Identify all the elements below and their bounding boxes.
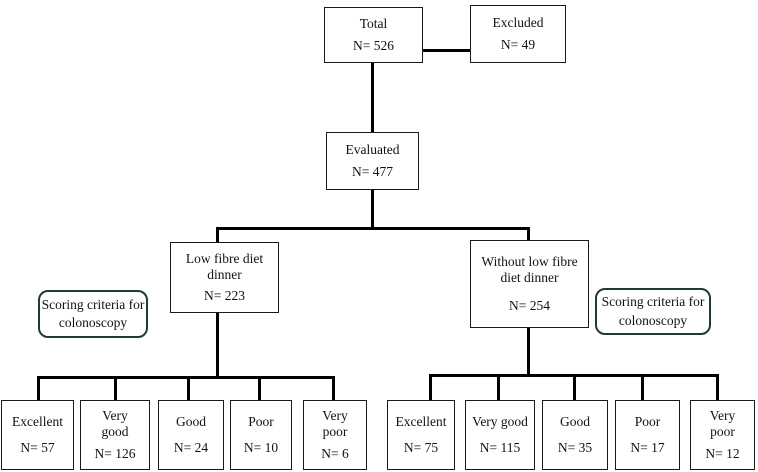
- outcome-count: N= 17: [630, 440, 665, 456]
- connector-left-fan-drop-1: [37, 378, 40, 400]
- node-low-fibre-count: N= 223: [204, 288, 245, 304]
- callout-scoring-left-label: Scoring criteria for colonoscopy: [41, 296, 145, 330]
- connector-branch-right-drop: [527, 229, 530, 240]
- node-low-fibre-label: Low fibre diet dinner: [185, 250, 264, 282]
- connector-left-fan-drop-3: [187, 378, 190, 400]
- outcome-label: Excellent: [395, 413, 447, 429]
- connector-left-branch-down: [216, 313, 219, 377]
- outcome-count: N= 57: [20, 440, 55, 456]
- connector-right-fan-drop-4: [641, 376, 644, 400]
- outcome-count: N= 75: [403, 440, 439, 456]
- outcome-count: N= 35: [557, 440, 593, 456]
- callout-scoring-right-label: Scoring criteria for colonoscopy: [601, 294, 705, 328]
- node-low-fibre-diet-dinner: Low fibre diet dinner N= 223: [170, 242, 279, 313]
- outcome-count: N= 12: [705, 445, 740, 461]
- connector-left-fan-bar: [37, 376, 335, 379]
- node-right-outcome-very-poor: Very poor N= 12: [690, 400, 755, 470]
- connector-right-fan-bar: [429, 374, 719, 377]
- outcome-count: N= 6: [321, 445, 349, 461]
- node-excluded-count: N= 49: [500, 37, 536, 53]
- connector-evaluated-stub: [371, 190, 374, 229]
- connector-left-fan-drop-2: [114, 378, 117, 400]
- connector-right-fan-drop-5: [716, 376, 719, 400]
- outcome-count: N= 115: [479, 440, 521, 456]
- node-without-low-fibre-label: Without low fibre diet dinner: [481, 254, 578, 286]
- callout-scoring-criteria-right: Scoring criteria for colonoscopy: [595, 288, 711, 335]
- outcome-label: Very poor: [322, 408, 348, 440]
- connector-left-fan-drop-5: [332, 378, 335, 400]
- node-left-outcome-very-good: Very good N= 126: [80, 400, 150, 470]
- node-excluded: Excluded N= 49: [470, 5, 566, 63]
- connector-branch-bar: [216, 227, 530, 230]
- node-without-low-fibre-count: N= 254: [509, 297, 550, 313]
- outcome-label: Poor: [248, 413, 274, 429]
- outcome-count: N= 10: [243, 440, 279, 456]
- outcome-label: Poor: [634, 413, 661, 429]
- outcome-label: Good: [560, 413, 590, 429]
- outcome-label: Very poor: [709, 408, 736, 440]
- outcome-label: Very good: [101, 408, 129, 440]
- node-without-low-fibre-diet-dinner: Without low fibre diet dinner N= 254: [470, 240, 589, 328]
- node-right-outcome-good: Good N= 35: [542, 400, 608, 470]
- connector-branch-left-drop: [216, 229, 219, 242]
- node-excluded-label: Excluded: [492, 14, 544, 30]
- connector-right-fan-drop-3: [573, 376, 576, 400]
- outcome-label: Excellent: [12, 413, 63, 429]
- node-evaluated: Evaluated N= 477: [326, 132, 419, 190]
- connector-right-fan-drop-1: [429, 376, 432, 400]
- node-right-outcome-very-good: Very good N= 115: [465, 400, 535, 470]
- node-left-outcome-excellent: Excellent N= 57: [1, 400, 74, 470]
- node-left-outcome-good: Good N= 24: [158, 400, 224, 470]
- node-left-outcome-poor: Poor N= 10: [230, 400, 292, 470]
- outcome-label: Very good: [472, 413, 528, 429]
- connector-right-fan-drop-2: [497, 376, 500, 400]
- connector-right-branch-down: [527, 328, 530, 375]
- node-left-outcome-very-poor: Very poor N= 6: [303, 400, 367, 470]
- connector-total-excluded: [422, 49, 470, 52]
- node-total-label: Total: [359, 16, 388, 32]
- node-right-outcome-poor: Poor N= 17: [615, 400, 680, 470]
- callout-scoring-criteria-left: Scoring criteria for colonoscopy: [38, 290, 148, 338]
- outcome-count: N= 24: [173, 440, 209, 456]
- node-evaluated-label: Evaluated: [345, 141, 400, 157]
- connector-total-evaluated: [371, 63, 374, 133]
- outcome-count: N= 126: [94, 445, 136, 461]
- outcome-label: Good: [176, 413, 206, 429]
- node-right-outcome-excellent: Excellent N= 75: [387, 400, 455, 470]
- node-total: Total N= 526: [324, 7, 423, 63]
- connector-left-fan-drop-4: [258, 378, 261, 400]
- node-evaluated-count: N= 477: [352, 164, 393, 180]
- node-total-count: N= 526: [353, 38, 394, 54]
